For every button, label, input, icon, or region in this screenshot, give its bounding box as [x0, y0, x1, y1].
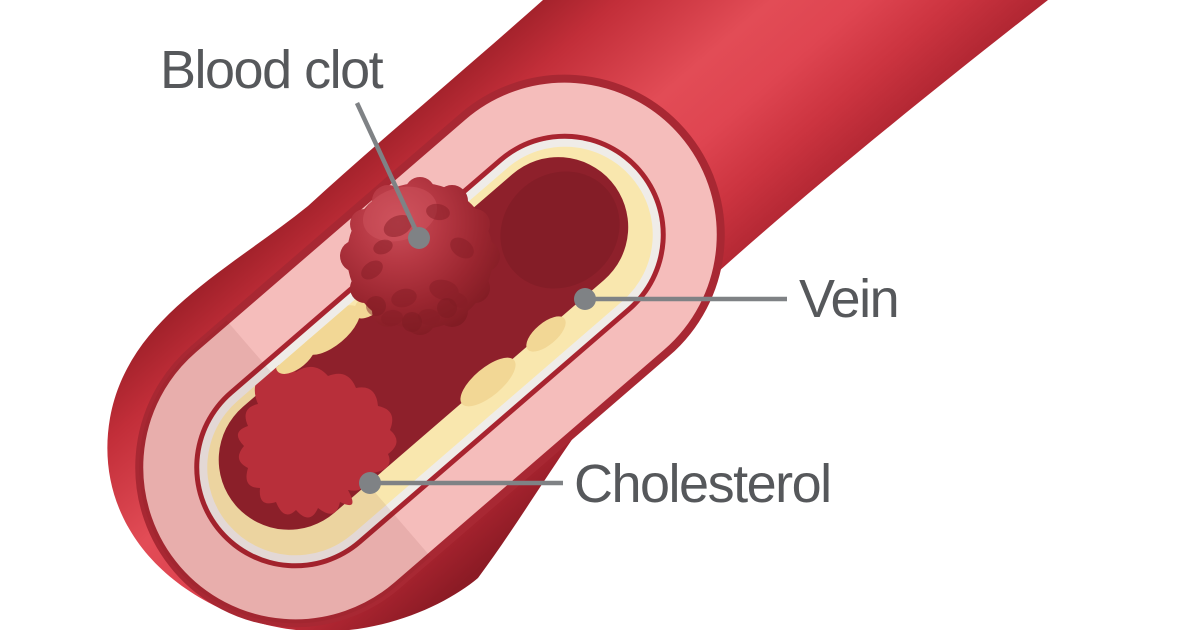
- clot-dimples: [361, 203, 474, 327]
- leader-dots: [359, 227, 596, 494]
- leader-dot-vein: [574, 288, 596, 310]
- leader-lines: [354, 102, 787, 486]
- clot-rim-shading: [366, 296, 457, 332]
- blood-clot-ball: [340, 177, 500, 335]
- blood-blob: [237, 365, 397, 518]
- leader-dot-cholesterol: [359, 472, 381, 494]
- leader-dot-blood-clot: [408, 227, 430, 249]
- label-cholesterol: Cholesterol: [574, 454, 831, 514]
- lumen-detail: [237, 285, 566, 518]
- label-blood-clot: Blood clot: [160, 40, 384, 100]
- lumen-end-shade: [500, 171, 620, 289]
- cut-face-shadow: [75, 317, 434, 630]
- leader-line-blood-clot: [354, 102, 422, 238]
- label-vein: Vein: [799, 269, 898, 329]
